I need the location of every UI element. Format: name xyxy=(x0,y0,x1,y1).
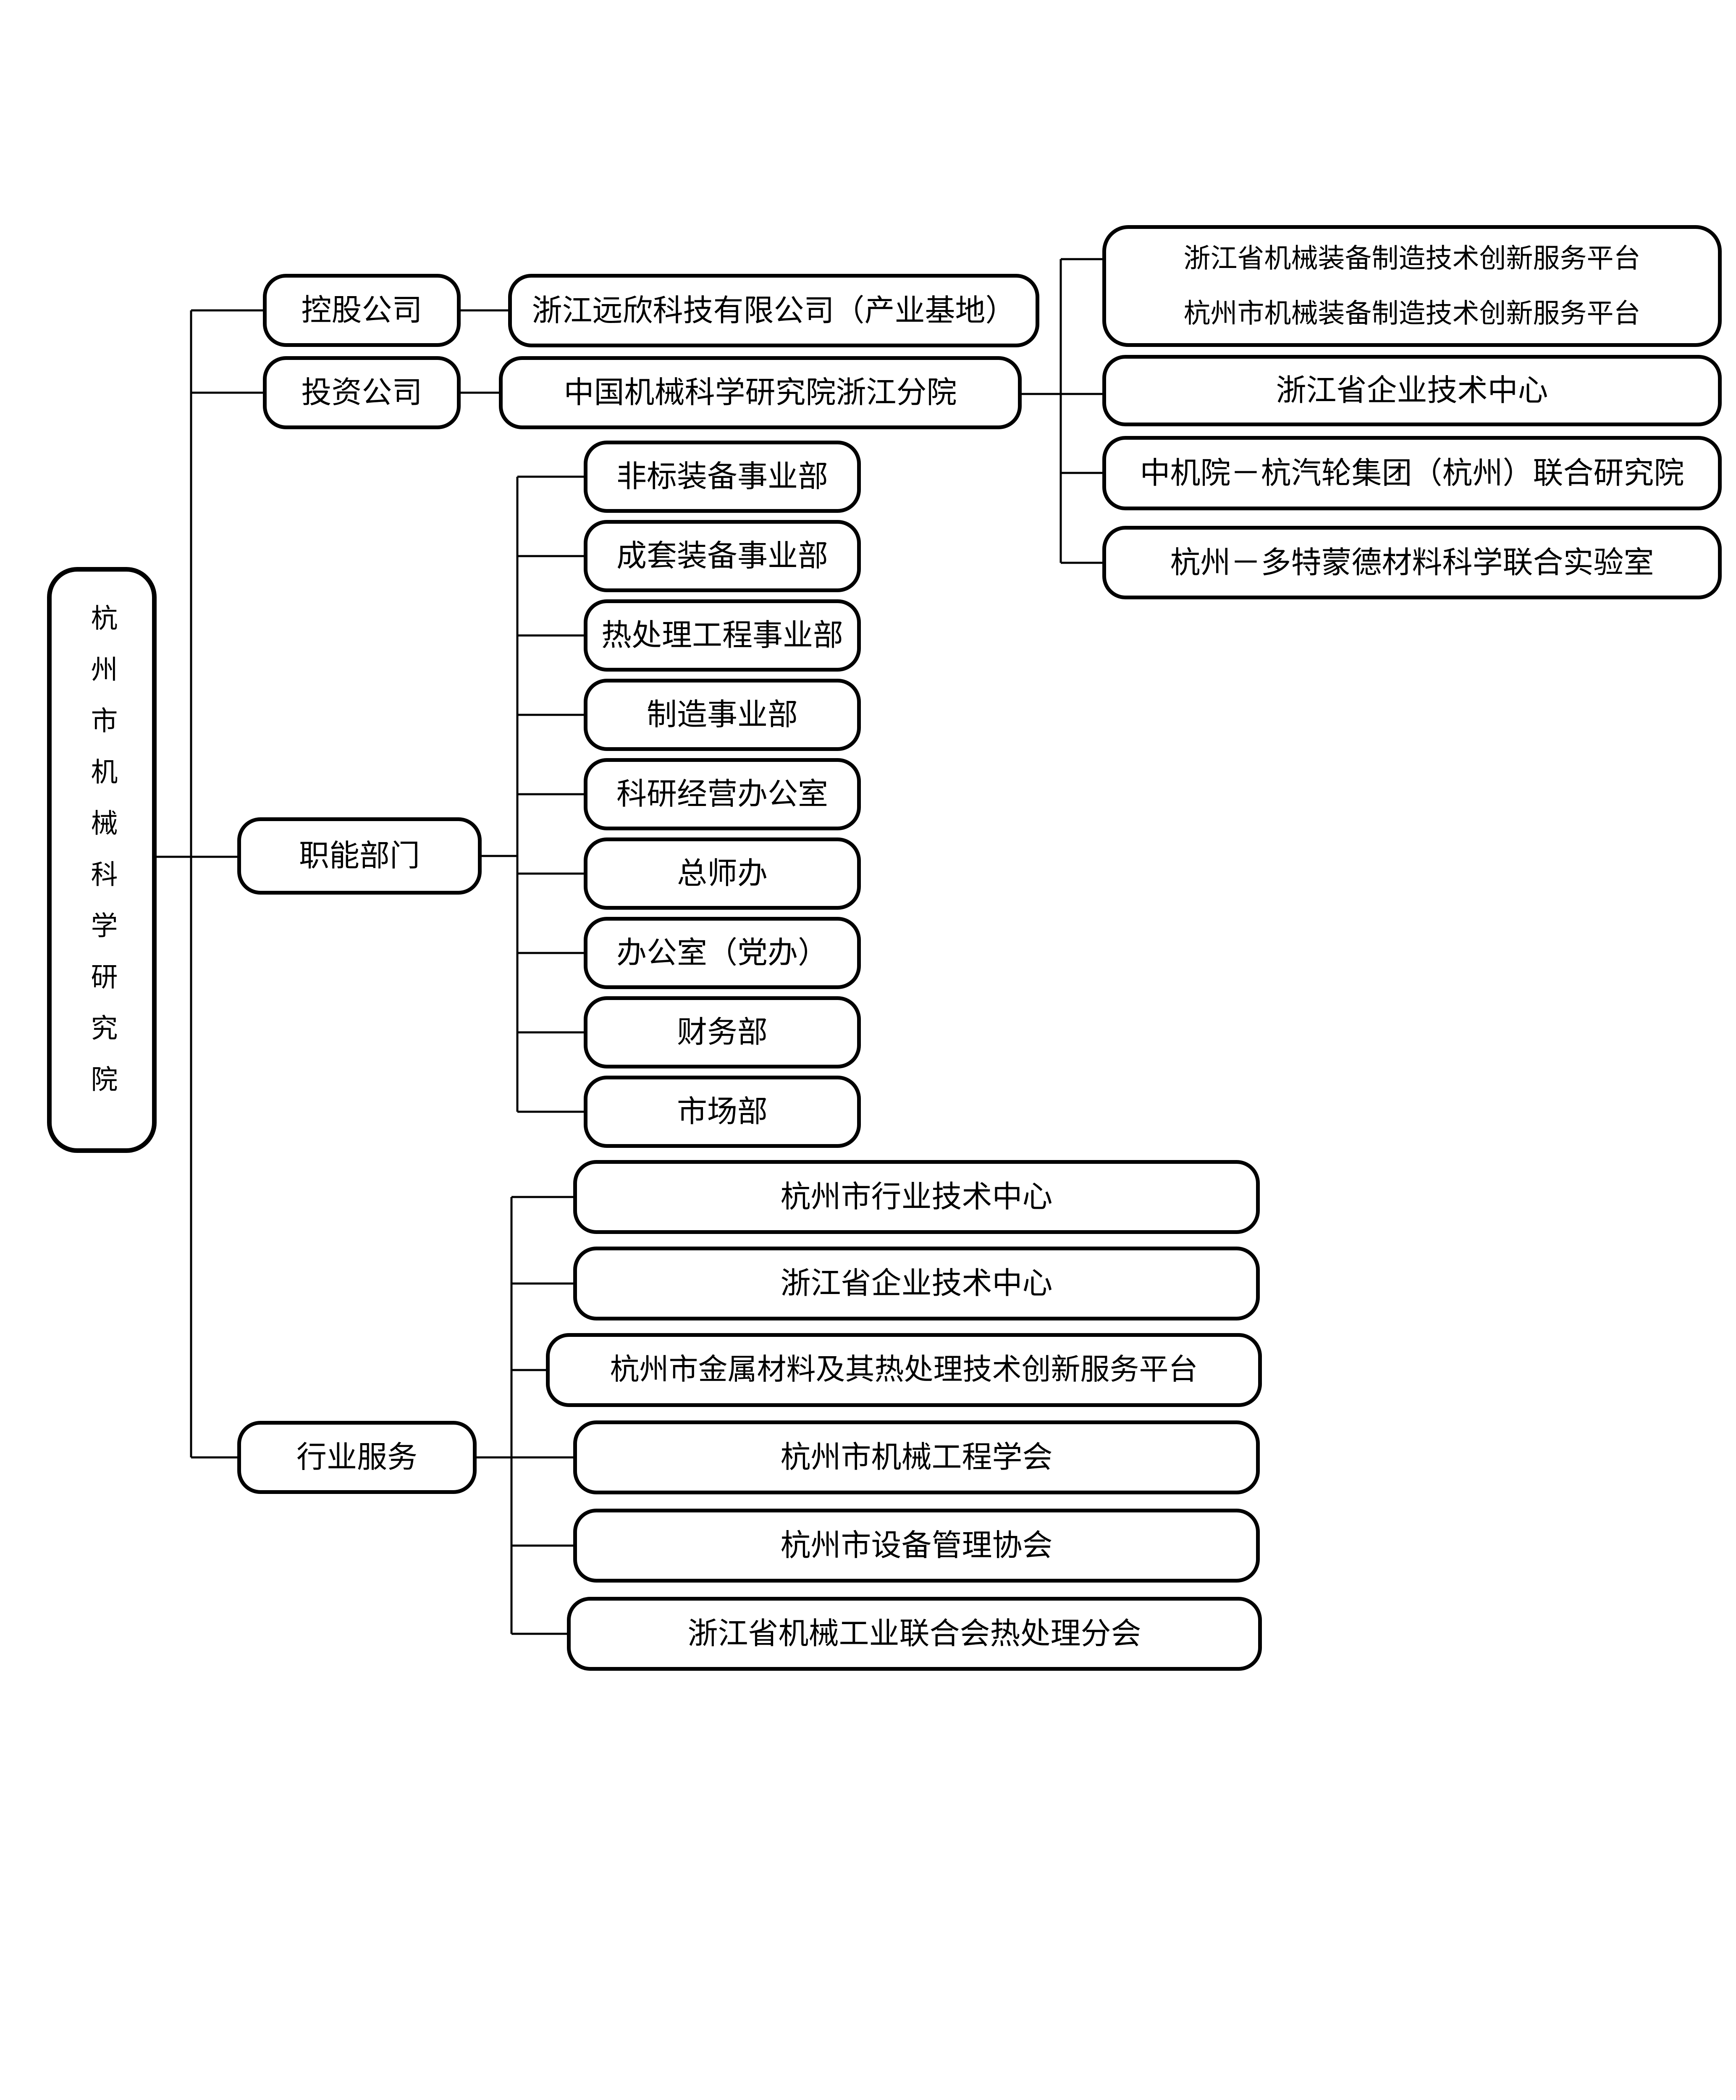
node-dept-general-office: 办公室（党办） xyxy=(584,917,861,989)
platform-line-1: 浙江省机械装备制造技术创新服务平台 xyxy=(1183,243,1641,273)
node-svc-metal-materials-platform: 杭州市金属材料及其热处理技术创新服务平台 xyxy=(546,1333,1262,1407)
node-hangzhou-dortmund-joint-lab: 杭州－多特蒙德材料科学联合实验室 xyxy=(1102,526,1722,599)
node-svc-hangzhou-industry-tech-center: 杭州市行业技术中心 xyxy=(573,1160,1260,1234)
node-svc-heat-treatment-branch: 浙江省机械工业联合会热处理分会 xyxy=(567,1597,1262,1671)
node-dept-marketing: 市场部 xyxy=(584,1076,861,1148)
node-innovation-service-platforms: 浙江省机械装备制造技术创新服务平台 杭州市机械装备制造技术创新服务平台 xyxy=(1102,225,1722,347)
node-svc-mechanical-engineering-society: 杭州市机械工程学会 xyxy=(573,1420,1260,1494)
node-holding-company-category: 控股公司 xyxy=(263,274,461,347)
node-root: 杭州市机械科学研究院 xyxy=(47,567,157,1153)
node-investment-company-category: 投资公司 xyxy=(263,356,461,429)
node-dept-finance: 财务部 xyxy=(584,996,861,1068)
node-dept-manufacturing: 制造事业部 xyxy=(584,679,861,751)
node-dept-research-operation-office: 科研经营办公室 xyxy=(584,758,861,830)
node-joint-research-institute: 中机院－杭汽轮集团（杭州）联合研究院 xyxy=(1102,436,1722,510)
node-dept-chief-engineer-office: 总师办 xyxy=(584,837,861,910)
node-cam-zhejiang-branch: 中国机械科学研究院浙江分院 xyxy=(499,356,1022,429)
node-dept-complete-equipment: 成套装备事业部 xyxy=(584,520,861,592)
node-svc-equipment-management-association: 杭州市设备管理协会 xyxy=(573,1509,1260,1583)
node-svc-zhejiang-enterprise-tech-center: 浙江省企业技术中心 xyxy=(573,1247,1260,1320)
node-industry-services-category: 行业服务 xyxy=(237,1421,477,1494)
platform-line-2: 杭州市机械装备制造技术创新服务平台 xyxy=(1183,299,1641,328)
node-zhejiang-yuanxin-technology: 浙江远欣科技有限公司（产业基地） xyxy=(508,274,1039,347)
node-dept-heat-treatment-engineering: 热处理工程事业部 xyxy=(584,599,861,672)
node-functional-departments-category: 职能部门 xyxy=(237,817,482,895)
node-dept-nonstandard-equipment: 非标装备事业部 xyxy=(584,441,861,513)
node-zhejiang-enterprise-tech-center: 浙江省企业技术中心 xyxy=(1102,355,1722,426)
